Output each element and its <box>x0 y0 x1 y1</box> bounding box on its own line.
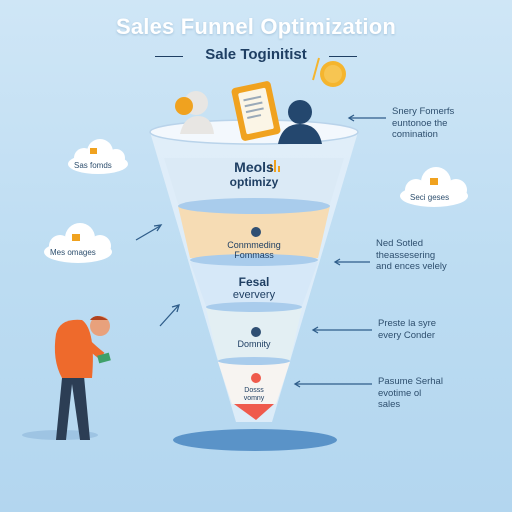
tablet-icon <box>231 81 281 141</box>
callout-2: Ned Sotled theassesering and ences velel… <box>376 238 447 272</box>
person-illustration <box>54 316 111 440</box>
subtitle-rule-right <box>329 56 357 57</box>
cloud-label-left-mid: Mes omages <box>50 248 96 257</box>
subtitle-rule-left <box>155 56 183 57</box>
coin-icon-left <box>175 97 193 115</box>
stage-2-subtitle: Fommass <box>234 250 274 260</box>
cloud-label-right: Seci geses <box>410 193 450 202</box>
cloud-left-mid <box>44 223 112 263</box>
callout-1: Snery Fomerfs euntonoe the comination <box>392 106 455 140</box>
stage-5-label: Dosss vomny <box>214 387 294 403</box>
stage-3-title: Fesal <box>238 275 270 289</box>
stage-divider-3 <box>206 302 302 312</box>
coin-icon-right <box>312 57 346 87</box>
stage-4-label: Domnity <box>237 339 271 349</box>
cloud-label-left-top: Sas fomds <box>74 161 112 170</box>
subtitle-row: Sale Toginitist <box>0 46 512 66</box>
stage-2-label: Conmmeding Fommass <box>204 240 304 260</box>
stage-5-subtitle: vomny <box>243 395 265 402</box>
callout-arrows <box>135 114 386 388</box>
stage-1-label: Meols optimizy <box>204 159 304 190</box>
user-navy-icon <box>278 100 322 144</box>
callout-4: Pasume Serhal evotime ol sales <box>378 376 443 410</box>
infographic-subtitle: Sale Toginitist <box>205 46 307 63</box>
stage-band-1 <box>164 158 344 204</box>
bar-chart-icon <box>270 164 272 172</box>
funnel-base-shadow <box>173 429 337 451</box>
stage-3-label: Fesal eververy <box>204 275 304 302</box>
stage-2-title: Conmmeding <box>227 240 281 250</box>
stage-5-icon <box>251 373 261 383</box>
cloud-right <box>400 167 468 207</box>
stage-2-icon <box>251 227 261 237</box>
stage-band-3 <box>190 262 318 306</box>
stage-1-subtitle: optimizy <box>229 175 279 189</box>
stage-divider-2 <box>190 254 318 266</box>
stage-divider-4 <box>218 357 290 365</box>
cloud-left-top <box>68 139 128 174</box>
stage-4-icon <box>251 327 261 337</box>
callout-3: Preste la syre every Conder <box>378 318 437 341</box>
infographic-title: Sales Funnel Optimization <box>115 14 397 39</box>
stage-1-title: Meols <box>234 159 274 175</box>
stage-band-5 <box>218 362 290 404</box>
stage-3-subtitle: eververy <box>232 289 276 301</box>
stage-5-title: Dosss <box>244 387 264 394</box>
stage-divider-1 <box>178 198 330 214</box>
funnel-tip <box>234 404 274 420</box>
